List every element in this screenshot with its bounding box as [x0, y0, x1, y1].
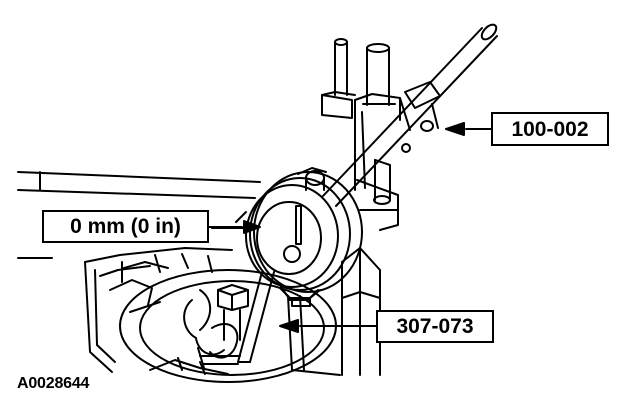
callout-leaders [207, 122, 492, 333]
dial-indicator [245, 167, 363, 307]
callout-307-073: 307-073 [376, 310, 494, 343]
extension-arm [322, 23, 498, 207]
indicator-holder [321, 38, 401, 205]
figure-id: A0028644 [17, 375, 90, 392]
valve-assembly [183, 284, 249, 369]
callout-zero-reading: 0 mm (0 in) [42, 210, 209, 243]
engine-block [17, 171, 399, 376]
dial-needle [283, 205, 302, 263]
callout-100-002: 100-002 [491, 112, 609, 146]
